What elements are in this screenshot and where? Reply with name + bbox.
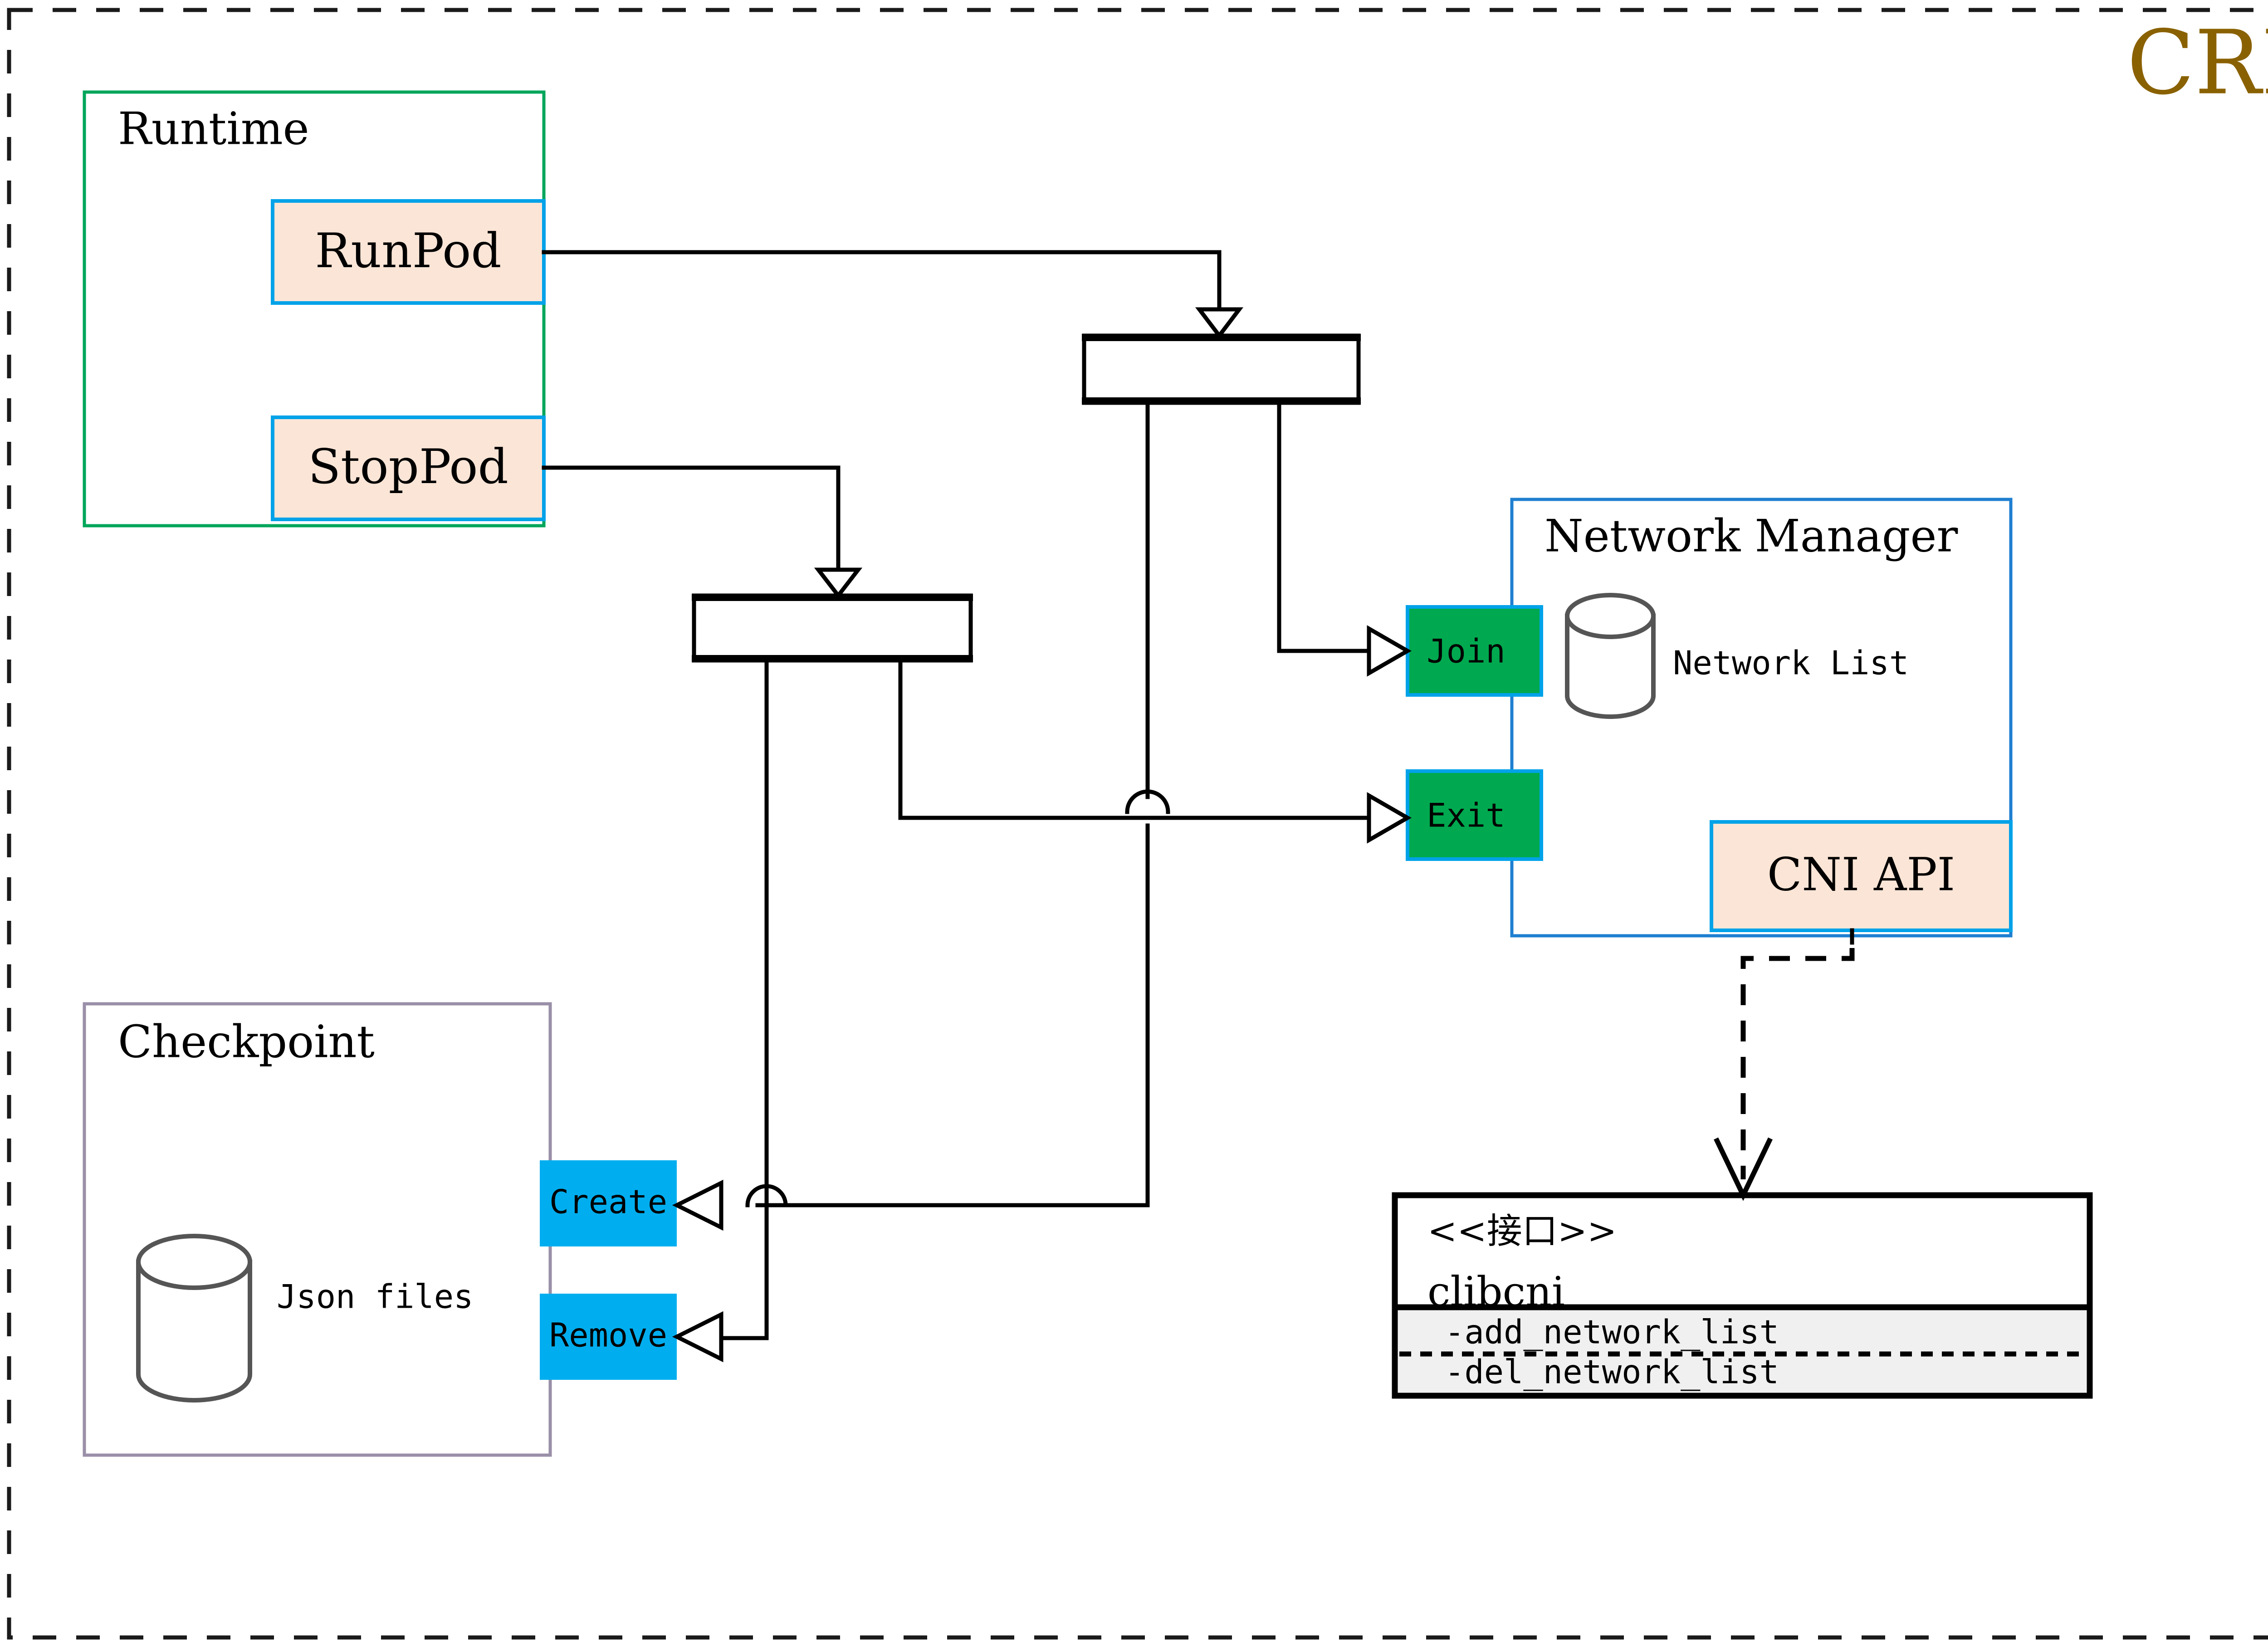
remove-label: Remove <box>549 1316 667 1354</box>
create-node[interactable] <box>540 1160 677 1246</box>
cni-api-label: CNI API <box>1767 848 1955 901</box>
network-manager-container <box>1510 498 2013 938</box>
checkpoint-title: Checkpoint <box>118 1017 375 1068</box>
edge-runpod-to-fork <box>542 250 1222 315</box>
runtime-container <box>83 90 546 528</box>
runtime-title: Runtime <box>118 103 309 155</box>
line-hop-create-crossing <box>745 1184 788 1207</box>
clibcni-name: clibcni <box>1427 1268 1565 1315</box>
fork-bar-stoppod <box>692 593 973 663</box>
exit-node[interactable] <box>1406 769 1543 861</box>
arrowhead-create <box>672 1179 723 1231</box>
exit-label: Exit <box>1427 797 1505 835</box>
clibcni-stereotype: <<接口>> <box>1427 1211 1617 1252</box>
arrowhead-exit <box>1367 792 1412 844</box>
network-list-label: Network List <box>1673 644 1909 682</box>
cni-api-node[interactable] <box>1710 820 2013 932</box>
json-files-datastore-icon <box>136 1234 252 1403</box>
network-list-datastore-icon <box>1565 593 1656 719</box>
edge-cniapi-to-clibcni <box>1740 948 1855 1179</box>
arrowhead-stoppod-fork <box>814 567 863 599</box>
outer-frame <box>7 8 2268 1640</box>
edge-fork-stoppod-left-to-remove <box>719 658 769 1340</box>
arrowhead-join <box>1367 625 1412 677</box>
arrowhead-clibcni-realization <box>1714 1137 1773 1201</box>
stoppod-label: StopPod <box>308 439 508 494</box>
remove-node[interactable] <box>540 1294 677 1380</box>
stoppod-node[interactable] <box>271 415 546 521</box>
arrowhead-runpod-fork <box>1195 307 1244 339</box>
json-files-label: Json files <box>277 1278 473 1316</box>
line-hop-exit-crossing <box>1125 789 1170 814</box>
clibcni-method-del: -del_network_list <box>1445 1353 1779 1391</box>
arrowhead-remove <box>672 1311 723 1363</box>
create-label: Create <box>549 1183 667 1221</box>
join-label: Join <box>1427 632 1505 670</box>
edge-fork-stoppod-right-to-exit <box>898 658 1371 820</box>
edge-fork-runpod-right-to-join <box>1277 401 1371 653</box>
fork-bar-runpod <box>1082 333 1361 405</box>
runpod-label: RunPod <box>315 223 501 279</box>
edge-fork-runpod-left-to-create-b <box>755 823 1150 1207</box>
clibcni-methods-compartment <box>1398 1307 2087 1393</box>
edge-stoppod-to-fork <box>542 465 841 575</box>
network-manager-title: Network Manager <box>1545 511 1958 562</box>
clibcni-method-add: -add_network_list <box>1445 1313 1779 1351</box>
page-title: CRI <box>2127 11 2268 114</box>
